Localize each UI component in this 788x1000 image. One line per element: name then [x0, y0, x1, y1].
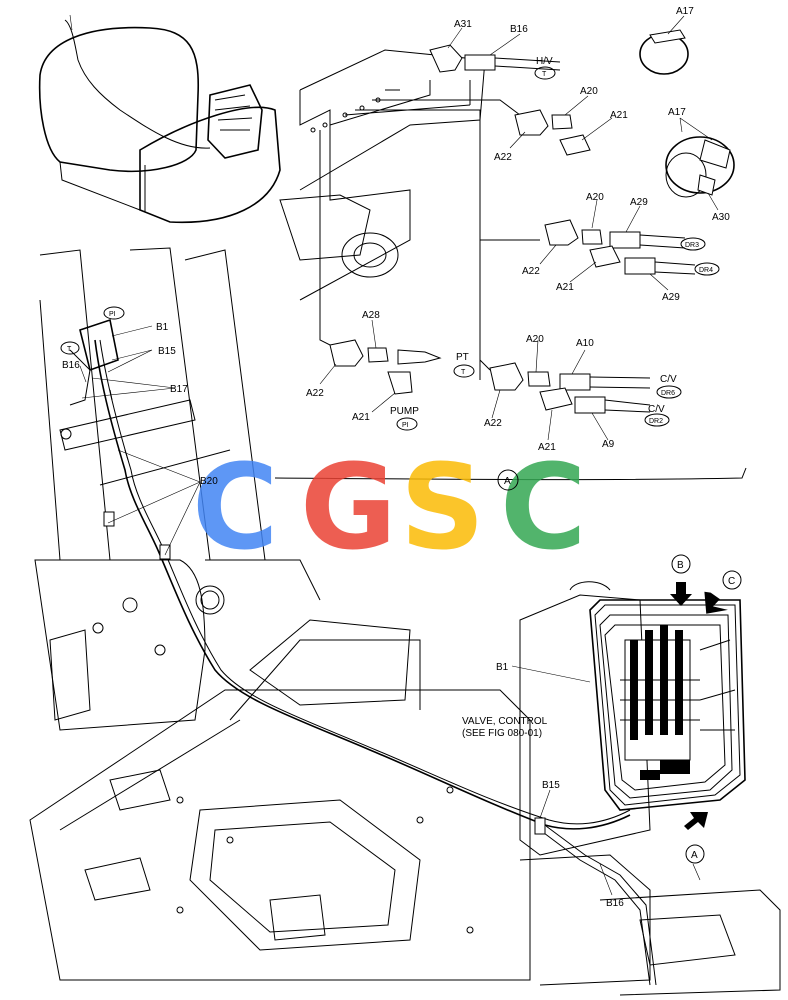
control-valve-assembly — [519, 581, 746, 856]
badge-t-pt — [453, 364, 475, 378]
label-b1-left: B1 — [156, 322, 169, 333]
label-hv: H/V — [536, 56, 553, 67]
label-a29-a: A29 — [630, 197, 648, 208]
label-arrow-a: A — [691, 850, 698, 861]
label-b17: B17 — [170, 384, 188, 395]
label-pi-pump: PI — [402, 422, 409, 429]
label-a20-b: A20 — [586, 192, 604, 203]
label-a20-c: A20 — [526, 334, 544, 345]
label-arrow-c: C — [728, 576, 735, 587]
badge-t-top — [534, 66, 556, 80]
label-dr6: DR6 — [661, 390, 675, 397]
badge-arrow-b — [671, 554, 691, 574]
watermark-letter-g: G — [300, 438, 397, 576]
badge-dr2 — [644, 413, 670, 427]
label-cv-b: C/V — [648, 404, 665, 415]
label-a21-b: A21 — [556, 282, 574, 293]
badge-arrow-a — [685, 844, 705, 864]
badge-t-left — [60, 341, 80, 355]
label-a22-b: A22 — [522, 266, 540, 277]
label-a17-top: A17 — [676, 6, 694, 17]
label-section-a: A — [504, 476, 511, 487]
circled-badges — [60, 66, 742, 864]
label-arrow-b: B — [677, 560, 684, 571]
label-a31: A31 — [454, 19, 472, 30]
frame-drawing — [29, 585, 781, 996]
badge-dr6 — [656, 385, 682, 399]
label-b1-valve: B1 — [496, 662, 509, 673]
label-a28: A28 — [362, 310, 380, 321]
boom-structure-drawing — [34, 247, 321, 731]
label-dr4: DR4 — [699, 267, 713, 274]
part-labels: A31 B16 H/V T A17 A20 A21 A22 A17 A30 A2… — [62, 6, 735, 909]
label-a30: A30 — [712, 212, 730, 223]
label-b16-top: B16 — [510, 24, 528, 35]
label-a20-a: A20 — [580, 86, 598, 97]
label-a17-mid: A17 — [668, 107, 686, 118]
callout-leaders — [79, 15, 719, 896]
label-pt: PT — [456, 352, 469, 363]
label-a21-d: A21 — [538, 442, 556, 453]
label-b16-left: B16 — [62, 360, 80, 371]
pilot-hose-run — [60, 318, 657, 986]
label-see-fig: (SEE FIG 080-01) — [462, 728, 542, 739]
badge-arrow-c — [722, 570, 742, 590]
direction-arrows — [670, 582, 728, 830]
badge-pi-left — [103, 306, 125, 320]
fittings — [329, 29, 735, 414]
watermark-letter-c1: C — [192, 438, 279, 576]
badge-section-a — [497, 469, 519, 491]
label-b15-bottom: B15 — [542, 780, 560, 791]
detail-panel-drawing — [274, 49, 747, 481]
watermark-letter-c2: C — [500, 438, 587, 576]
label-t-pt: T — [461, 369, 466, 376]
label-b16-bottom: B16 — [606, 898, 624, 909]
label-b20: B20 — [200, 476, 218, 487]
label-a21-c: A21 — [352, 412, 370, 423]
label-t-left: T — [67, 346, 72, 353]
label-pi-left: PI — [109, 311, 116, 318]
label-a10: A10 — [576, 338, 594, 349]
badge-dr4 — [694, 262, 720, 276]
label-b15-left: B15 — [158, 346, 176, 357]
label-a9: A9 — [602, 439, 615, 450]
badge-pi-pump — [396, 417, 418, 431]
label-a22-a: A22 — [494, 152, 512, 163]
label-a29-b: A29 — [662, 292, 680, 303]
label-t-top: T — [542, 71, 547, 78]
label-a22-c: A22 — [306, 388, 324, 399]
label-pump: PUMP — [390, 406, 419, 417]
operator-seat-drawing — [38, 14, 281, 224]
label-dr3: DR3 — [685, 242, 699, 249]
watermark-letter-s: S — [400, 438, 485, 576]
label-valve-control: VALVE, CONTROL — [462, 716, 548, 727]
watermark-logo: C G S C — [192, 438, 587, 576]
label-a22-d: A22 — [484, 418, 502, 429]
label-cv-a: C/V — [660, 374, 677, 385]
label-a21-a: A21 — [610, 110, 628, 121]
label-dr2: DR2 — [649, 418, 663, 425]
badge-dr3 — [680, 237, 706, 251]
